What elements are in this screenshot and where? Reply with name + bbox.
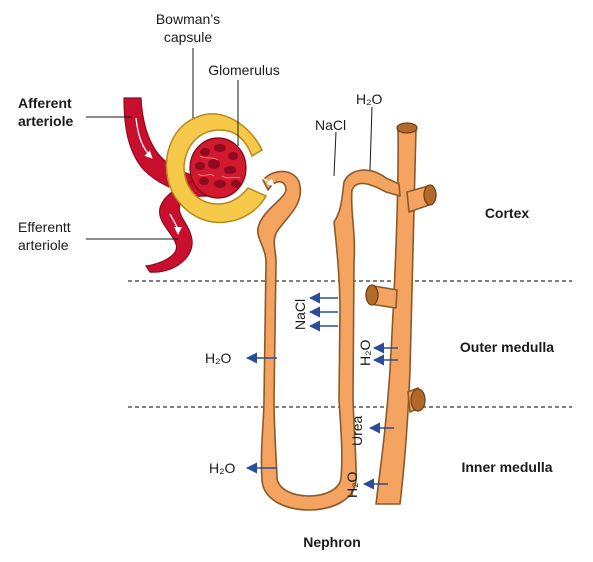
zone-inner-medulla: Inner medulla <box>461 459 552 475</box>
transport-arrows <box>245 292 398 490</box>
label-h2o-outer-right: H₂O <box>357 339 373 366</box>
zone-outer-medulla: Outer medulla <box>460 339 554 355</box>
collecting-duct <box>365 122 437 505</box>
glomerulus <box>189 137 247 199</box>
label-afferent-line1: Afferent <box>18 95 72 111</box>
label-h2o-inner-right: H₂O <box>344 471 360 498</box>
label-efferent-line2: arteriole <box>18 237 69 253</box>
label-afferent-line2: arteriole <box>18 113 73 129</box>
zone-cortex: Cortex <box>485 205 530 221</box>
label-h2o-outer-left: H₂O <box>205 350 232 366</box>
label-nacl-outer: NaCl <box>292 299 308 330</box>
label-bowmans-line1: Bowman’s <box>156 11 220 27</box>
label-efferent-line1: Efferentt <box>18 219 71 235</box>
leader-nacl-top <box>333 131 337 177</box>
label-h2o-inner-left: H₂O <box>209 460 236 476</box>
diagram-title: Nephron <box>303 534 361 550</box>
label-h2o-top: H₂O <box>356 91 383 107</box>
bowmans-capsule <box>165 113 275 224</box>
label-nacl-top: NaCl <box>315 117 346 133</box>
nephron-tubule <box>256 169 401 511</box>
label-glomerulus: Glomerulus <box>208 62 280 78</box>
label-urea: Urea <box>349 415 365 446</box>
label-bowmans-line2: capsule <box>164 29 212 45</box>
leader-h2o-top <box>369 106 373 171</box>
